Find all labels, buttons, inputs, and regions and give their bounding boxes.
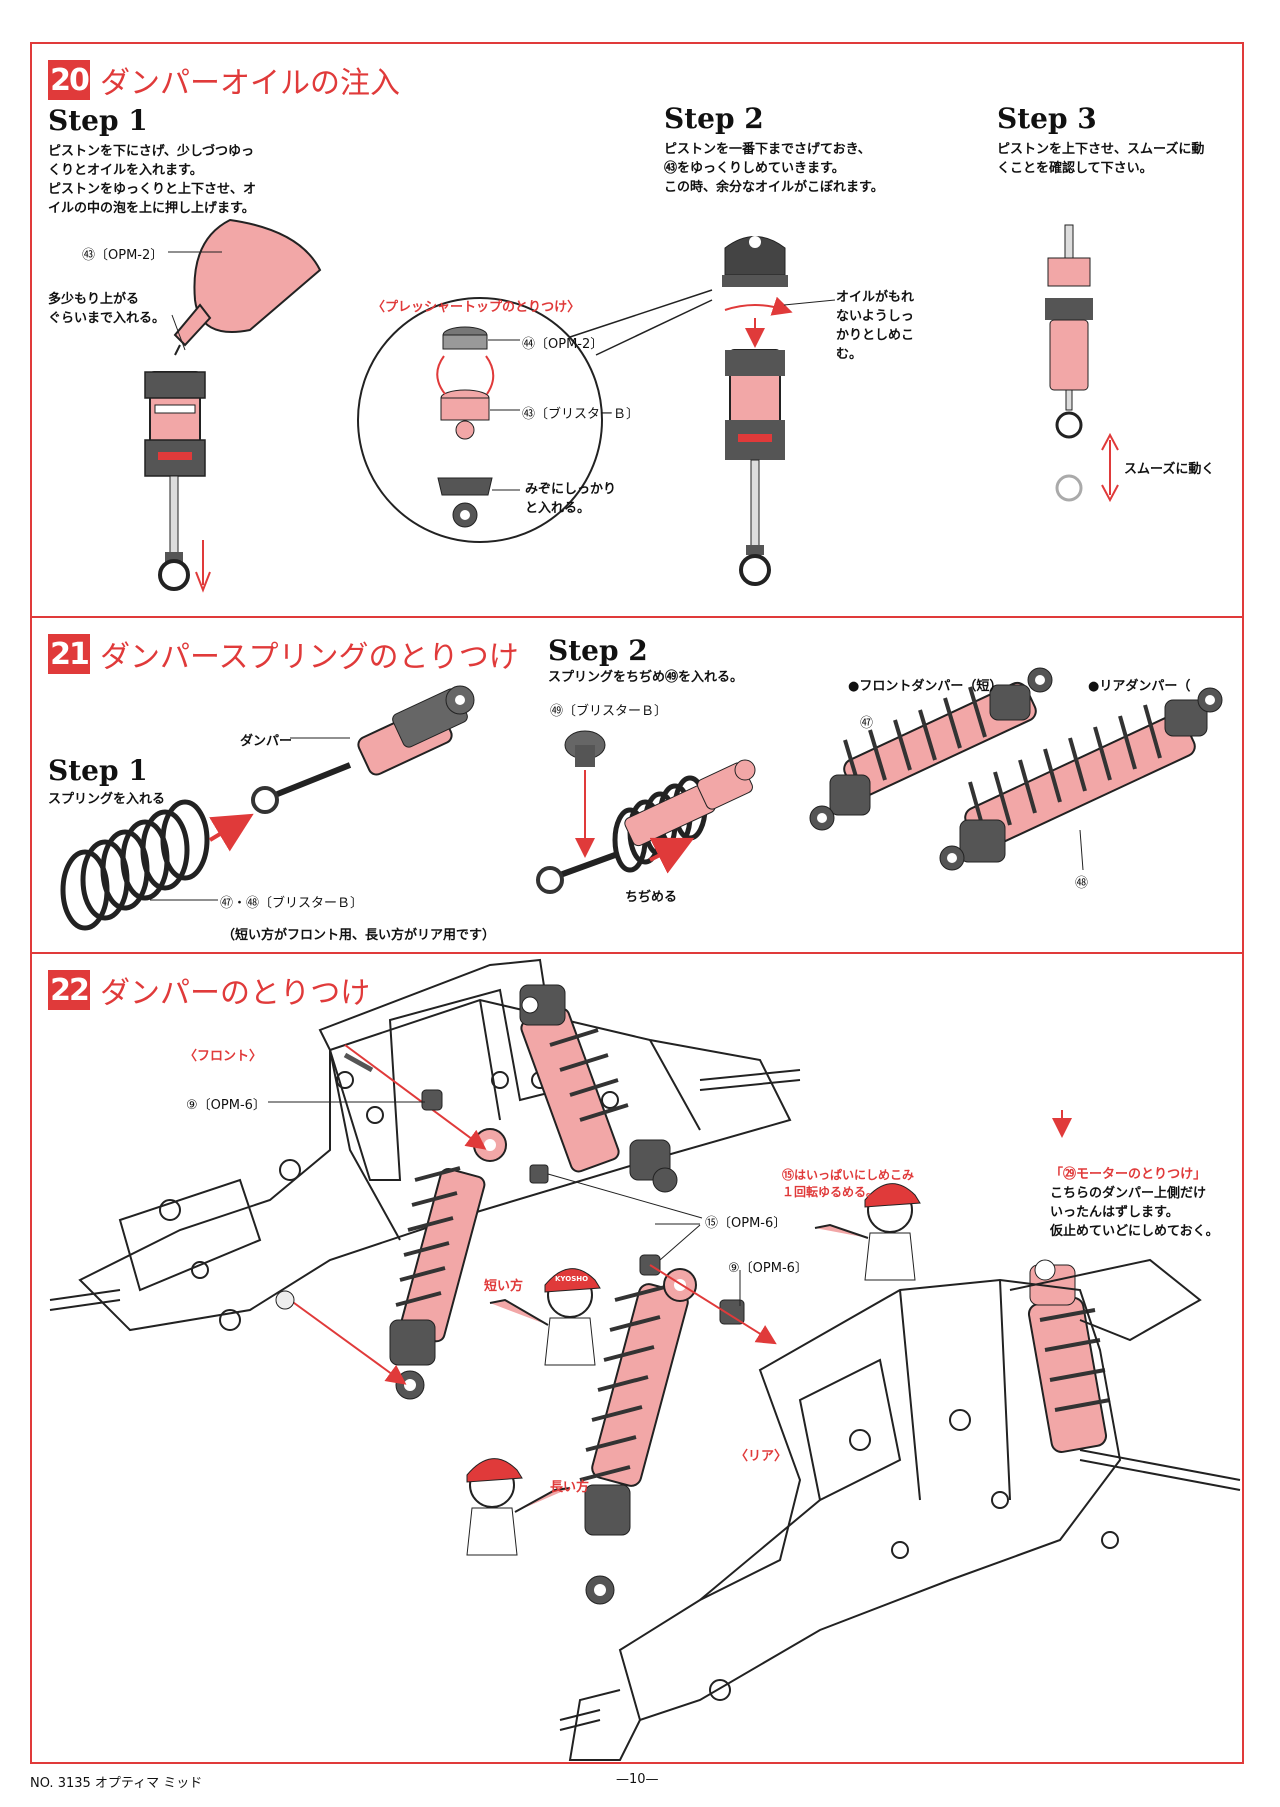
rear-label: 〈リア〉	[735, 1449, 788, 1464]
part-label: ㊹〔OPM-2〕	[522, 337, 604, 352]
part-label: ⑨〔OPM-6〕	[728, 1261, 808, 1276]
part-label: ㊸〔ブリスターＢ〕	[522, 407, 640, 422]
callout-label: オイルがもれ ないようしっ かりとしめこ む。	[836, 290, 915, 362]
callout-label: ちぢめる	[625, 890, 678, 905]
spring-compress-illustration	[536, 730, 756, 894]
chassis-front	[49, 998, 801, 1332]
section-21-header: 21 ダンパースプリングのとりつけ	[48, 632, 519, 676]
callout-label: ダンパー	[240, 734, 293, 749]
mascot-figures	[466, 1183, 921, 1556]
spring-illustration	[60, 799, 254, 931]
section-number: 21	[48, 634, 90, 674]
mascot-cap-logo: KYOSHO	[555, 1275, 589, 1283]
page-frame	[30, 42, 1244, 1764]
section-divider	[30, 616, 1244, 618]
step-description: ピストンを下にさげ、少しづつゆっ くりとオイルを入れます。 ピストンをゆっくりと…	[48, 144, 257, 216]
part-label: ⑨〔OPM-6〕	[186, 1098, 266, 1113]
oil-bottle-illustration	[173, 218, 322, 356]
long-label: 長い方	[550, 1480, 590, 1495]
section-title: ダンパースプリングのとりつけ	[100, 640, 519, 675]
rear-damper-left	[579, 1224, 777, 1605]
step-description: スプリングをちぢめ㊾を入れる。	[548, 670, 744, 685]
callout-label: スムーズに動く	[1124, 462, 1215, 477]
part-label: ㊾〔ブリスターＢ〕	[550, 704, 668, 719]
damper-body-step1	[144, 371, 211, 593]
chassis-rear	[559, 1258, 1241, 1761]
step-description: ピストンを一番下までさげておき、 ㊸をゆっくりしめていきます。 この時、余分なオ…	[664, 142, 884, 195]
short-label: 短い方	[484, 1279, 524, 1294]
front-damper-left	[389, 1128, 507, 1400]
front-shock-tower	[318, 958, 562, 1181]
section-title: ダンパーのとりつけ	[100, 976, 371, 1011]
note-label: （短い方がフロント用、長い方がリア用です）	[222, 928, 496, 943]
damper-body-step2	[722, 236, 836, 586]
pressure-top-inset	[357, 289, 713, 543]
part-label: ㊼	[860, 716, 874, 731]
step-title: Step 1	[48, 754, 148, 787]
front-damper-right	[519, 984, 678, 1193]
section-number: 20	[48, 60, 90, 100]
footer-model: NO. 3135 オプティマ ミッド	[30, 1776, 203, 1791]
callout-label: みぞにしっかり と入れる。	[525, 482, 617, 516]
rear-damper-assembled	[939, 687, 1223, 871]
rear-damper-label: ●リアダンパー（	[1088, 679, 1191, 694]
damper-with-rod	[251, 685, 475, 814]
callout-label: 多少もり上がる ぐらいまで入れる。	[48, 292, 166, 326]
step-title: Step 1	[48, 104, 148, 137]
step-title: Step 3	[997, 102, 1097, 135]
callout-label: ⑮はいっぱいにしめこみ １回転ゆるめる。	[782, 1168, 915, 1199]
step-title: Step 2	[548, 634, 648, 667]
step-title: Step 2	[664, 102, 764, 135]
inset-title: 〈プレッシャートップのとりつけ〉	[372, 300, 581, 315]
part-label: ⑮〔OPM-6〕	[705, 1216, 787, 1231]
section-divider	[30, 952, 1244, 954]
rear-damper-right	[1027, 1110, 1111, 1453]
leader-line	[171, 314, 186, 351]
front-mount-parts	[268, 1044, 703, 1385]
section-20-header: 20 ダンパーオイルの注入	[48, 58, 400, 102]
section-number: 22	[48, 970, 90, 1010]
front-damper-label: ●フロントダンパー（短）	[848, 679, 1003, 694]
section-title: ダンパーオイルの注入	[100, 66, 400, 101]
part-label: ㊸〔OPM-2〕	[82, 248, 164, 263]
section-22-header: 22 ダンパーのとりつけ	[48, 968, 370, 1012]
damper-body-step3	[1045, 224, 1119, 503]
step-description: ピストンを上下させ、スムーズに動 くことを確認して下さい。	[997, 142, 1205, 176]
part-label: ㊽	[1075, 876, 1089, 891]
step-description: スプリングを入れる	[48, 792, 166, 807]
front-label: 〈フロント〉	[184, 1049, 263, 1064]
front-damper-assembled	[809, 667, 1053, 831]
page-number: —10—	[616, 1772, 659, 1787]
motor-note: 「㉙モーターのとりつけ」 こちらのダンパー上側だけ いったんはずします。 仮止め…	[1050, 1167, 1219, 1239]
part-label: ㊼・㊽〔ブリスターＢ〕	[220, 896, 364, 911]
